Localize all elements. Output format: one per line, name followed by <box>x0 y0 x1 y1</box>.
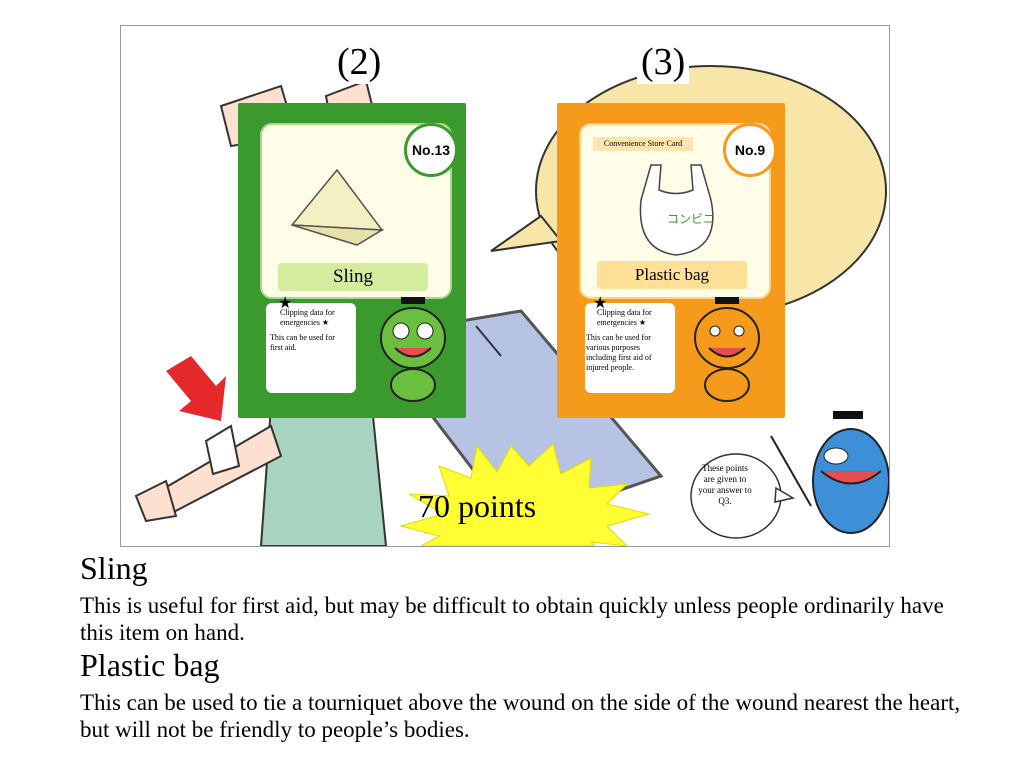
answer-bubble-shape <box>690 453 796 539</box>
sling-card-clip-title: Clipping data for emergencies ★ <box>280 308 335 327</box>
plastic-bag-icon: コンビニ <box>639 164 715 256</box>
plastic-bag-heading: Plastic bag <box>80 647 220 683</box>
sling-card: No.13 Sling ★ Clipping data for emergenc… <box>238 103 466 418</box>
green-mascot-icon <box>380 297 446 402</box>
plastic-bag-text: This can be used to tie a tourniquet abo… <box>80 690 961 742</box>
orange-mascot-icon <box>694 297 760 402</box>
card2-marker: (2) <box>333 40 386 84</box>
answer-bubble-text: These points are given to your answer to… <box>698 463 752 506</box>
sling-card-number-badge: No.13 <box>404 123 458 177</box>
points-burst-shape <box>399 443 651 546</box>
bag-card-name: Plastic bag <box>597 261 747 289</box>
sling-heading: Sling <box>80 550 148 586</box>
bag-card-clip-title: Clipping data for emergencies ★ <box>597 308 652 327</box>
bag-card-star-icon: ★ <box>593 295 608 312</box>
card3-marker: (3) <box>637 40 690 84</box>
blue-mascot-icon <box>770 411 889 534</box>
bag-card-tag: Convenience Store Card <box>593 137 693 151</box>
points-label: 70 points <box>418 488 537 524</box>
sling-text: This is useful for first aid, but may be… <box>80 593 944 645</box>
sling-triangle-icon <box>290 168 385 246</box>
sling-card-star-icon: ★ <box>278 295 293 312</box>
sling-card-name: Sling <box>278 263 428 291</box>
plastic-bag-card: コンビニ Convenience Store Card No.9 Plastic… <box>557 103 785 418</box>
bag-print-text: コンビニ <box>667 212 715 226</box>
bag-card-info-box <box>585 303 675 393</box>
bag-card-description: This can be used for various purposes in… <box>586 333 652 372</box>
sling-card-info-box <box>266 303 356 393</box>
sling-card-description: This can be used for first aid. <box>270 333 335 352</box>
red-arrow-icon <box>166 356 226 421</box>
bag-card-number-badge: No.9 <box>723 123 777 177</box>
